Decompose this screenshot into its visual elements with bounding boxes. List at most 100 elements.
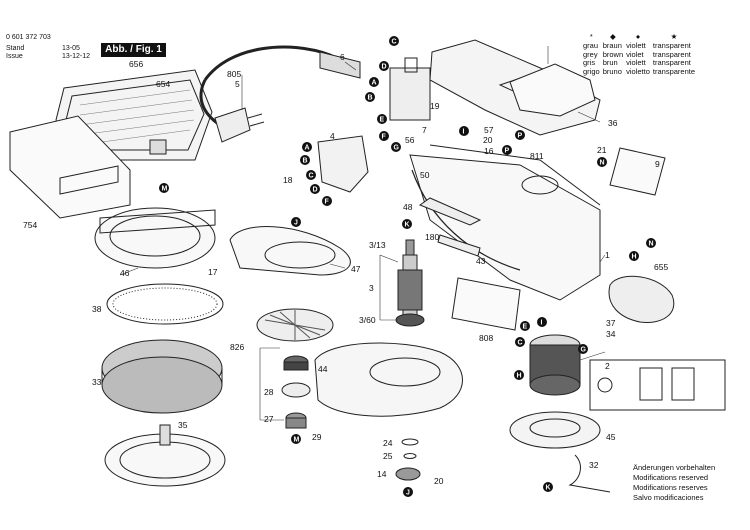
label-45: 45: [606, 432, 616, 442]
callout-p: [515, 130, 525, 140]
label-805: 805: [227, 69, 241, 79]
callout-p-label: P: [518, 133, 523, 140]
legend-cell: brown: [602, 49, 624, 59]
callout-j: [291, 217, 301, 227]
label-656: 656: [129, 59, 143, 69]
legend-cell: gris: [583, 58, 596, 68]
callout-g2-label: G: [581, 347, 587, 354]
legend-cell: transparente: [652, 67, 696, 77]
callout-k2: [543, 482, 553, 492]
callout-m2: [291, 434, 301, 444]
legend-cell: bruno: [602, 67, 622, 77]
callout-a2: [302, 142, 312, 152]
label-35: 35: [178, 420, 188, 430]
legend-symbol: ★: [670, 32, 678, 41]
callout-k2-label: K: [546, 485, 551, 492]
legend-cell: violett: [626, 58, 646, 68]
callout-p2-label: P: [505, 148, 510, 155]
label-3-13: 3/13: [369, 240, 386, 250]
label-14: 14: [377, 469, 387, 479]
label-6: 6: [340, 52, 345, 62]
label-754: 754: [23, 220, 37, 230]
callout-g: [391, 142, 401, 152]
legend-symbol: ◆: [610, 32, 616, 41]
legend-cell: transparent: [652, 49, 691, 59]
label-20b: 20: [434, 476, 444, 486]
callout-h2: [514, 370, 524, 380]
label-43: 43: [476, 256, 486, 266]
label-56: 56: [405, 135, 415, 145]
callout-d2-label: D: [313, 187, 318, 194]
drawing: [9, 39, 726, 493]
callout-n2-label: N: [649, 241, 654, 248]
callout-n-label: N: [600, 160, 605, 167]
label-811: 811: [530, 151, 544, 161]
label-20: 20: [483, 135, 493, 145]
callout-g2: [578, 344, 588, 354]
callout-h-label: H: [632, 254, 637, 261]
note-line: Salvo modificaciones: [633, 493, 704, 502]
callout-d: [379, 61, 389, 71]
callout-i2-label: I: [541, 320, 543, 327]
callout-c2-label: C: [309, 173, 314, 180]
legend-cell: transparent: [652, 40, 691, 50]
note-line: Änderungen vorbehalten: [633, 463, 716, 472]
legend-cell: transparent: [652, 58, 691, 68]
callout-e-label: E: [380, 117, 385, 124]
label-654: 654: [156, 79, 170, 89]
label-2: 2: [605, 361, 610, 371]
part-number: 0 601 372 703: [6, 34, 51, 41]
label-29: 29: [312, 432, 322, 442]
label-3-60: 3/60: [359, 315, 376, 325]
legend-cell: violetto: [626, 67, 650, 77]
label-46: 46: [120, 268, 130, 278]
label-32: 32: [589, 460, 599, 470]
callout-h: [629, 251, 639, 261]
callout-markers: C D A B E F G A B C D F I P P N N H M J …: [159, 36, 656, 497]
callout-g-label: G: [394, 145, 400, 152]
label-1: 1: [605, 250, 610, 260]
callout-f2: [322, 196, 332, 206]
callout-j-label: J: [294, 220, 298, 227]
issue-date: 13-12-12: [62, 53, 91, 60]
figure-tag: Abb. / Fig. 1: [101, 43, 166, 57]
callout-f2-label: F: [325, 199, 330, 206]
label-3: 3: [369, 283, 374, 293]
callout-b-label: B: [368, 95, 373, 102]
callout-m: [159, 183, 169, 193]
callout-e2-label: E: [523, 324, 528, 331]
legend-cell: grey: [583, 49, 598, 59]
label-9: 9: [655, 159, 660, 169]
label-18: 18: [283, 175, 293, 185]
label-16: 16: [484, 146, 494, 156]
legend-cell: brun: [602, 58, 618, 68]
callout-f: [379, 131, 389, 141]
stand-date: 13-05: [62, 45, 80, 52]
part-labels: 656 654 754 805 5 6 4 18 19 7 57 56 36 8…: [23, 52, 668, 486]
legend-cell: grau: [583, 40, 599, 50]
label-28: 28: [264, 387, 274, 397]
label-180: 180: [425, 232, 439, 242]
callout-n: [597, 157, 607, 167]
label-24: 24: [383, 438, 393, 448]
callout-a-label: A: [372, 80, 377, 87]
label-19: 19: [430, 101, 440, 111]
legend-cell: violet: [626, 49, 644, 59]
legend-symbol: ●: [635, 32, 641, 41]
label-826: 826: [230, 342, 244, 352]
callout-d-label: D: [382, 64, 387, 71]
callout-b2-label: B: [303, 158, 308, 165]
callout-p2: [502, 145, 512, 155]
callout-i2: [537, 317, 547, 327]
label-36: 36: [608, 118, 618, 128]
callout-c2: [306, 170, 316, 180]
label-25: 25: [383, 451, 393, 461]
callout-d2: [310, 184, 320, 194]
callout-c: [389, 36, 399, 46]
callout-m2-label: M: [294, 437, 300, 444]
issue-label: Issue: [6, 53, 23, 60]
label-17: 17: [208, 267, 218, 277]
label-7: 7: [422, 125, 427, 135]
